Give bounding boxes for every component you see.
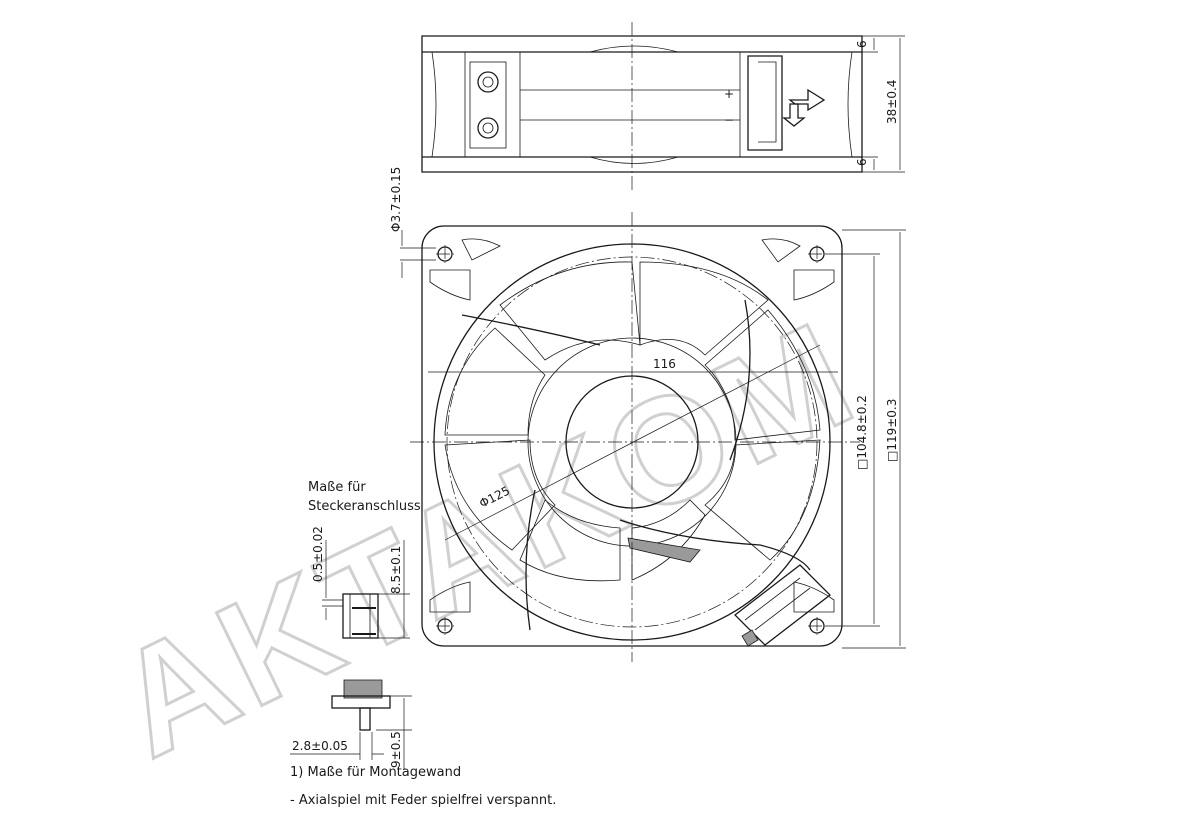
dim-top-flange: 6 [855, 40, 869, 48]
dim-center-width: 116 [653, 357, 676, 371]
connector-title-2: Steckeranschluss [308, 499, 421, 514]
notes: 1) Maße für Montagewand - Axialspiel mit… [290, 765, 556, 808]
dim-pin-thickness: 0.5±0.02 [311, 526, 325, 582]
dim-hole-diameter: Φ3.7±0.15 [389, 167, 403, 232]
dim-frame-size: □119±0.3 [885, 399, 899, 462]
dim-pin-length: 9±0.5 [389, 731, 403, 768]
note-2: - Axialspiel mit Feder spielfrei verspan… [290, 793, 556, 808]
watermark: AKTAKOM [89, 287, 882, 791]
connector-detail: Maße für Steckeranschluss 0.5±0.02 8.5±0… [290, 480, 421, 770]
dim-hole-spacing: □104.8±0.2 [855, 395, 869, 470]
dim-pin-width: 2.8±0.05 [292, 739, 348, 753]
watermark-text: AKTAKOM [90, 288, 880, 789]
note-1: 1) Maße für Montagewand [290, 765, 461, 780]
plus-sign: + [724, 87, 734, 101]
connector-title-1: Maße für [308, 480, 366, 495]
dim-connector-height: 8.5±0.1 [389, 546, 403, 594]
side-view: + − 6 38±0.4 6 [421, 22, 905, 190]
dim-bottom-flange: 6 [855, 158, 869, 166]
dim-overall-depth: 38±0.4 [885, 80, 899, 124]
minus-sign: − [724, 113, 734, 127]
